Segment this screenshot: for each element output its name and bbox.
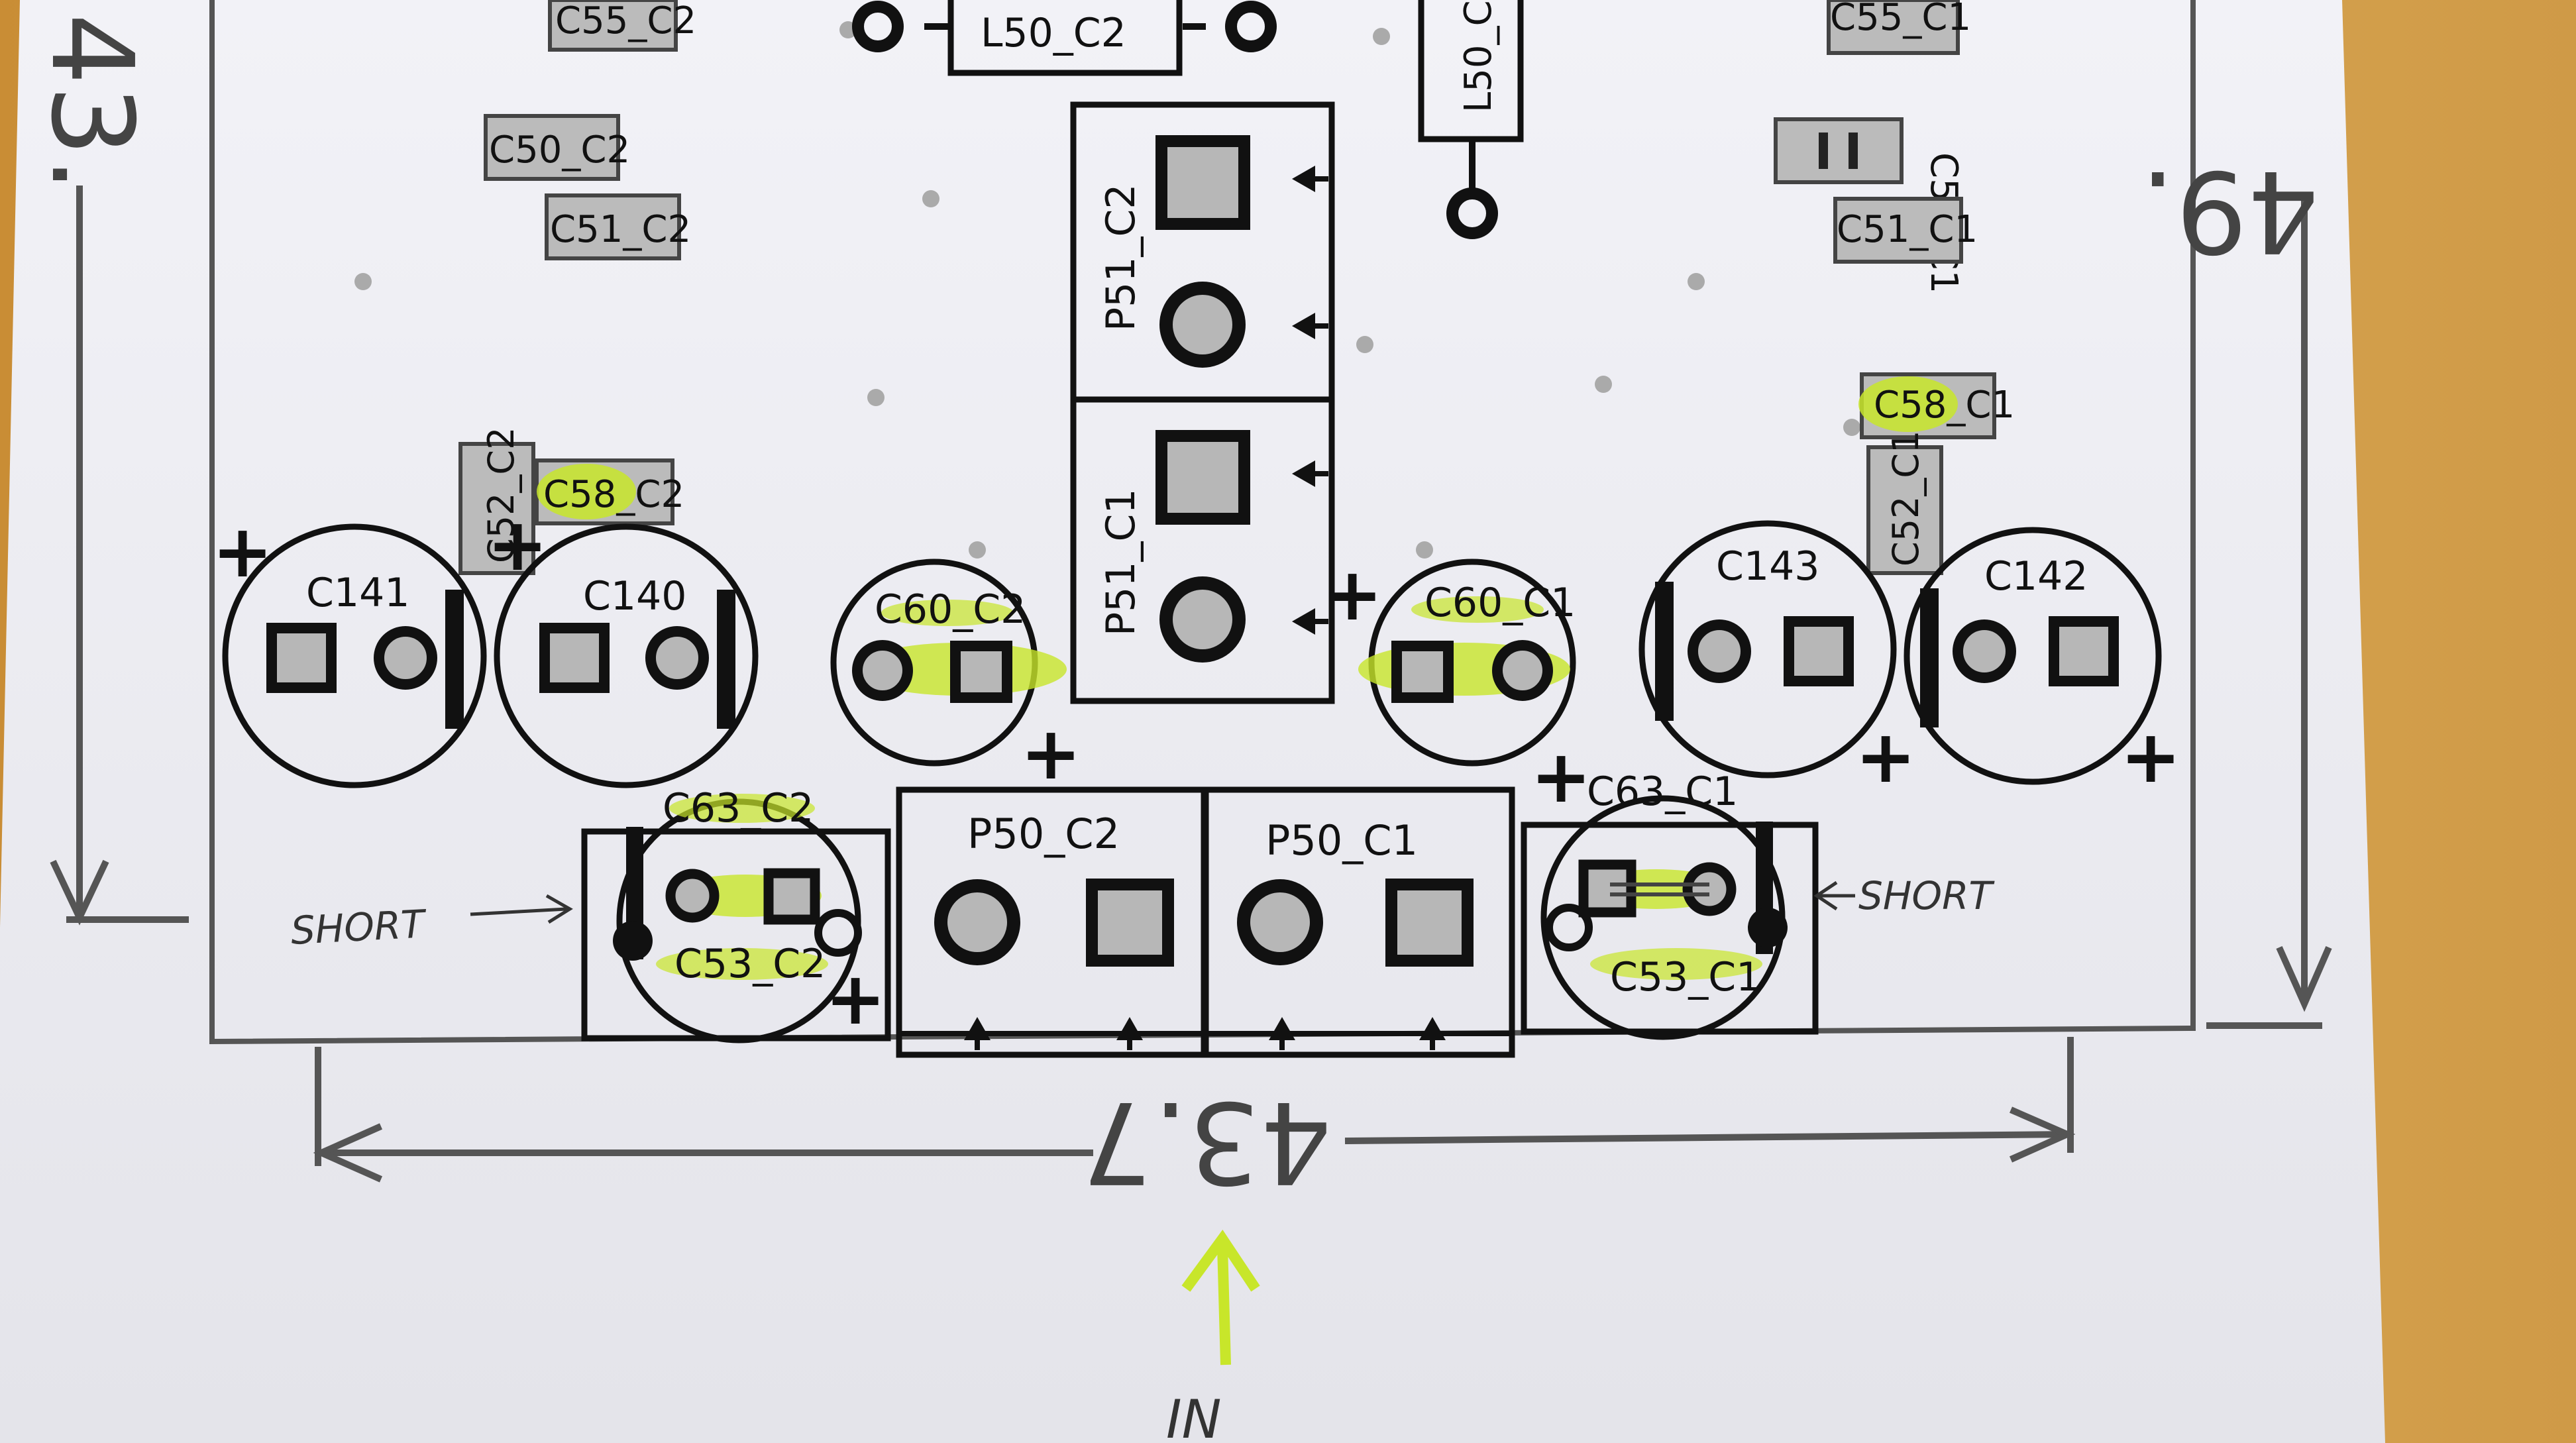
- dimension-left-value: 43.: [26, 13, 157, 192]
- label-c53-c2: C53_C2: [674, 941, 826, 987]
- smd-c51-c2: C51_C2: [545, 193, 691, 260]
- cap-c60-c2: C60_C2 +: [830, 559, 1081, 796]
- label-c60-c2: C60_C2: [875, 586, 1026, 633]
- label-c143: C143: [1716, 543, 1819, 590]
- smd-c52-c1: C52_C1: [1866, 431, 1943, 575]
- label-c58-c1: C58_C1: [1874, 384, 2015, 427]
- short-label-left: SHORT: [290, 901, 429, 953]
- cap-c60-c1: C60_C1 +: [1322, 552, 1576, 767]
- cap-c140: C140 +: [487, 502, 759, 788]
- plus-c143: +: [1855, 714, 1916, 799]
- cap-c142: C142 +: [1904, 527, 2181, 799]
- inductor-l50-c-vertical: L50_C: [1418, 0, 1524, 239]
- cap-c141: C141 +: [212, 509, 487, 788]
- label-c51-c2: C51_C2: [550, 208, 691, 251]
- label-c53-c1: C53_C1: [1610, 954, 1761, 1000]
- plus-c60-c1: +: [1322, 552, 1383, 637]
- label-c55-c1: C55_C1: [1830, 0, 1971, 39]
- smd-c50-c2: C50_C2: [484, 114, 630, 181]
- plus-c63-c1: +: [1530, 734, 1591, 819]
- dimension-right: 49.: [2140, 145, 2332, 1029]
- label-c58-c2: C58_C2: [543, 473, 684, 516]
- label-c63-c2: C63_C2: [663, 785, 814, 831]
- connector-p51: P51_C2 P51_C1: [1070, 101, 1335, 704]
- label-p50-c2: P50_C2: [967, 810, 1120, 858]
- smd-c55-c1: C55_C1: [1827, 0, 1971, 55]
- plus-c140: +: [487, 502, 548, 587]
- smd-c58-c1: C58_C1: [1858, 372, 2015, 439]
- label-c52-c1: C52_C1: [1885, 431, 1927, 566]
- cap-c63-c53-c2: C63_C2 C53_C2 +: [581, 785, 891, 1043]
- inductor-l50-c2: L50_C2: [852, 0, 1277, 76]
- cap-c143: C143 +: [1638, 520, 1916, 799]
- smd-c58-c2: C58_C2: [535, 458, 684, 525]
- label-c55-c2: C55_C2: [555, 0, 696, 42]
- dimension-bottom: 43.7: [313, 1037, 2076, 1207]
- cap-c63-c53-c1: C63_C1 C53_C1 +: [1521, 734, 1819, 1040]
- short-annotation-right: SHORT: [1813, 873, 1995, 918]
- short-label-right: SHORT: [1858, 873, 1995, 918]
- dimension-left: 43.: [26, 13, 189, 926]
- plus-c142: +: [2120, 714, 2181, 799]
- plus-c53-c2: +: [825, 956, 886, 1041]
- label-c140: C140: [583, 573, 686, 619]
- label-c141: C141: [306, 570, 409, 616]
- smd-c51-c1: C51_C1: [1833, 197, 1978, 264]
- plus-c141: +: [212, 509, 273, 594]
- input-label: IN: [1166, 1389, 1221, 1443]
- label-c50-c2: C50_C2: [489, 129, 630, 172]
- connector-p50-c1: P50_C1: [1203, 786, 1515, 1058]
- label-p50-c1: P50_C1: [1265, 816, 1418, 865]
- label-c52-c2: C52_C2: [480, 427, 522, 563]
- input-arrow-annotation: IN: [1166, 1230, 1260, 1443]
- label-c51-c1: C51_C1: [1837, 208, 1978, 251]
- label-l50-c2: L50_C2: [981, 10, 1126, 56]
- short-annotation-left: SHORT: [290, 894, 573, 953]
- via-dots: [354, 21, 1860, 559]
- label-p51-c2: P51_C2: [1098, 184, 1144, 331]
- label-c142: C142: [1984, 553, 2088, 600]
- label-l50-c-vertical: L50_C: [1457, 0, 1500, 113]
- dimension-bottom-value: 43.7: [1081, 1076, 1332, 1207]
- label-p51-c1: P51_C1: [1098, 488, 1144, 636]
- label-c60-c1: C60_C1: [1424, 580, 1576, 626]
- smd-c55-c2: C55_C2: [548, 0, 696, 52]
- smd-c52-c2: C52_C2: [458, 427, 535, 575]
- plus-c60-c2: +: [1020, 711, 1081, 796]
- paper-sheet: [0, 0, 2385, 1443]
- dimension-right-value: 49.: [2140, 145, 2319, 276]
- label-c63-c1: C63_C1: [1587, 769, 1738, 815]
